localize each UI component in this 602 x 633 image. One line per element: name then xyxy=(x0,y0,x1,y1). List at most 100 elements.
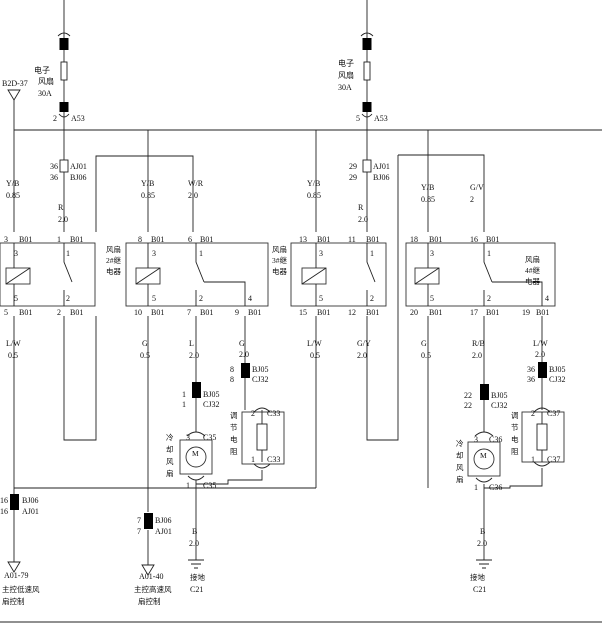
svg-text:R: R xyxy=(358,203,364,212)
motor-2: M 3 C36 1 C36 冷 却 风 扇 xyxy=(456,431,502,492)
svg-text:B: B xyxy=(480,527,485,536)
svg-text:C33: C33 xyxy=(267,455,280,464)
svg-text:电: 电 xyxy=(511,434,519,444)
svg-text:L: L xyxy=(189,339,194,348)
relay-2: 风扇 2#继 电器 3 1 5 2 4 8 B01 6 B01 10 B01 7… xyxy=(106,235,269,317)
svg-text:节: 节 xyxy=(230,423,238,432)
svg-text:1: 1 xyxy=(474,483,478,492)
svg-text:AJ01: AJ01 xyxy=(155,527,172,536)
connector-bj06-16: 16 BJ06 16 AJ01 xyxy=(0,494,39,516)
svg-text:1: 1 xyxy=(531,455,535,464)
svg-text:1: 1 xyxy=(66,249,70,258)
svg-text:C35: C35 xyxy=(203,433,216,442)
fuse-label: 30A xyxy=(38,89,52,98)
svg-text:B01: B01 xyxy=(429,308,442,317)
svg-text:16: 16 xyxy=(0,496,8,505)
svg-text:8: 8 xyxy=(138,235,142,244)
svg-text:29: 29 xyxy=(349,162,357,171)
motor-icon xyxy=(185,446,207,468)
fuse-label: 电子 xyxy=(34,65,50,75)
connector-aj01-29: 29 AJ01 29 BJ06 xyxy=(349,159,390,182)
svg-text:调: 调 xyxy=(511,411,519,420)
svg-text:B01: B01 xyxy=(200,235,213,244)
svg-text:19: 19 xyxy=(522,308,530,317)
svg-text:A01-40: A01-40 xyxy=(139,572,163,581)
svg-text:调: 调 xyxy=(230,411,238,420)
svg-text:7: 7 xyxy=(137,516,141,525)
svg-text:16: 16 xyxy=(470,235,478,244)
svg-text:B01: B01 xyxy=(317,235,330,244)
svg-text:BJ05: BJ05 xyxy=(491,391,507,400)
svg-text:冷: 冷 xyxy=(166,432,174,442)
svg-text:M: M xyxy=(192,449,199,458)
svg-text:C37: C37 xyxy=(547,409,560,418)
fuse-label: 风扇 xyxy=(38,76,54,86)
svg-text:5: 5 xyxy=(319,294,323,303)
fuse-label: 风扇 xyxy=(338,70,354,80)
svg-text:主控高速风: 主控高速风 xyxy=(134,584,172,594)
svg-text:8: 8 xyxy=(230,365,234,374)
svg-text:主控低速风: 主控低速风 xyxy=(2,584,40,594)
svg-text:BJ06: BJ06 xyxy=(155,516,171,525)
svg-text:0.5: 0.5 xyxy=(421,351,431,360)
svg-text:C37: C37 xyxy=(547,455,560,464)
terminal-b2d-37: B2D-37 xyxy=(2,79,28,101)
svg-text:CJ32: CJ32 xyxy=(203,400,219,409)
svg-text:8: 8 xyxy=(230,375,234,384)
svg-text:3: 3 xyxy=(474,435,478,444)
svg-text:阻: 阻 xyxy=(230,447,238,456)
svg-text:29: 29 xyxy=(349,173,357,182)
svg-text:36: 36 xyxy=(527,375,535,384)
svg-text:Y/B: Y/B xyxy=(421,183,434,192)
svg-text:冷: 冷 xyxy=(456,438,464,448)
fuse-2: 电子 风扇 30A 5 A53 xyxy=(338,32,388,123)
svg-text:风扇: 风扇 xyxy=(525,254,540,264)
svg-text:3: 3 xyxy=(4,235,8,244)
svg-text:13: 13 xyxy=(299,235,307,244)
svg-text:2: 2 xyxy=(470,195,474,204)
svg-text:18: 18 xyxy=(410,235,418,244)
svg-text:36: 36 xyxy=(50,173,58,182)
svg-text:CJ32: CJ32 xyxy=(252,375,268,384)
relay-1: 3 1 5 2 3 B01 1 B01 5 B01 2 B01 xyxy=(0,235,96,317)
svg-text:G/V: G/V xyxy=(470,183,484,192)
fuse-1: 电子 风扇 30A 2 A53 xyxy=(34,32,85,123)
svg-text:3: 3 xyxy=(186,433,190,442)
svg-text:5: 5 xyxy=(430,294,434,303)
terminal-high-speed: A01-40 主控高速风 扇控制 xyxy=(134,564,172,606)
svg-text:1: 1 xyxy=(199,249,203,258)
svg-text:L/W: L/W xyxy=(6,339,21,348)
svg-text:B01: B01 xyxy=(317,308,330,317)
svg-text:1: 1 xyxy=(182,400,186,409)
svg-text:2#继: 2#继 xyxy=(106,255,122,265)
svg-text:36: 36 xyxy=(527,365,535,374)
svg-text:2.0: 2.0 xyxy=(472,351,482,360)
svg-text:W/R: W/R xyxy=(188,179,204,188)
svg-text:BJ05: BJ05 xyxy=(549,365,565,374)
svg-text:G: G xyxy=(421,339,427,348)
svg-text:接地: 接地 xyxy=(470,572,485,582)
svg-text:3: 3 xyxy=(430,249,434,258)
svg-text:2.0: 2.0 xyxy=(189,539,199,548)
svg-text:BJ06: BJ06 xyxy=(70,173,86,182)
connector-name: A53 xyxy=(71,114,85,123)
svg-text:R: R xyxy=(58,203,64,212)
svg-text:B01: B01 xyxy=(486,308,499,317)
svg-text:9: 9 xyxy=(235,308,239,317)
svg-text:C33: C33 xyxy=(267,409,280,418)
svg-text:1: 1 xyxy=(186,481,190,490)
svg-text:1: 1 xyxy=(57,235,61,244)
svg-text:2.0: 2.0 xyxy=(357,351,367,360)
svg-text:电: 电 xyxy=(230,434,238,444)
svg-text:3: 3 xyxy=(319,249,323,258)
svg-text:L/W: L/W xyxy=(533,339,548,348)
svg-text:2.0: 2.0 xyxy=(188,191,198,200)
svg-text:2: 2 xyxy=(487,294,491,303)
connector-bj06-7: 7 BJ06 7 AJ01 xyxy=(137,513,172,536)
svg-text:BJ06: BJ06 xyxy=(22,496,38,505)
svg-text:B01: B01 xyxy=(366,235,379,244)
svg-text:11: 11 xyxy=(348,235,356,244)
svg-text:扇控制: 扇控制 xyxy=(138,596,161,606)
svg-text:2: 2 xyxy=(57,308,61,317)
